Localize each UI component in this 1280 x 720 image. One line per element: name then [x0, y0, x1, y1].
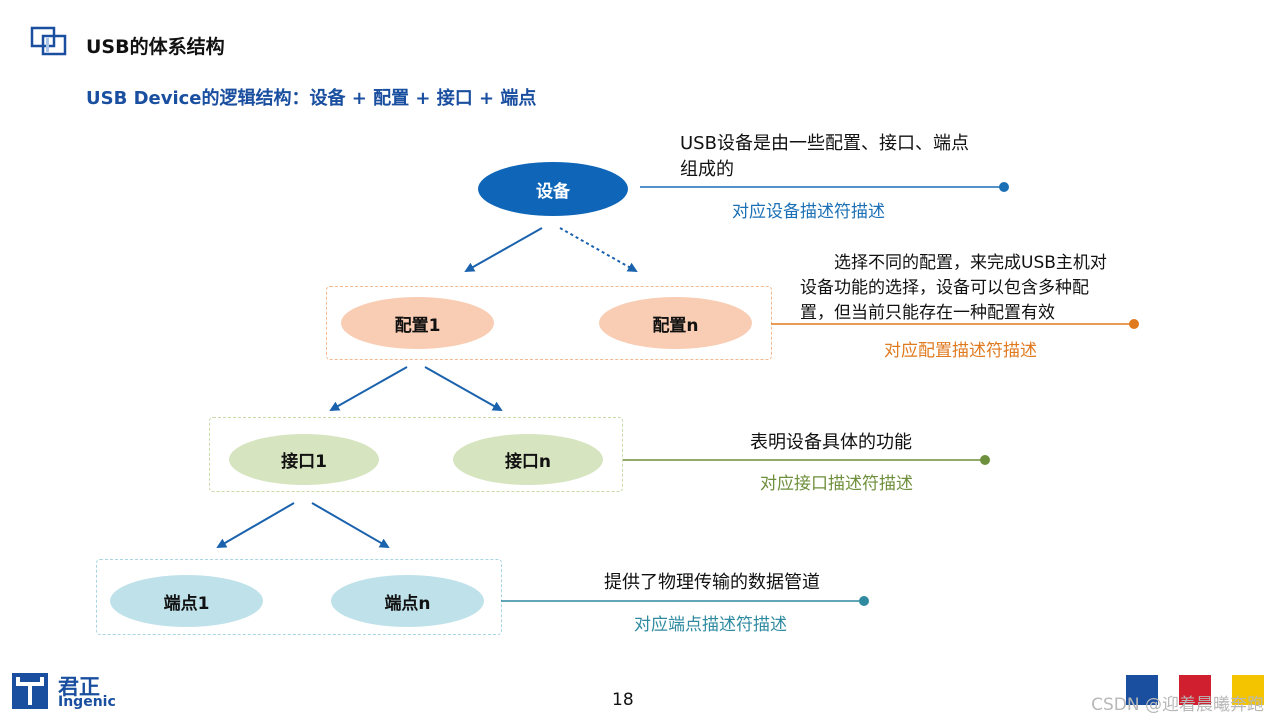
arrow-device-to-config1 — [464, 227, 543, 272]
config-note-line3: 置，但当前只能存在一种配置有效 — [800, 303, 1055, 323]
arrow-config-to-interfacen — [424, 366, 503, 411]
brand-square-blue — [1126, 675, 1158, 705]
config-leader-dot — [1129, 319, 1139, 329]
config-note: 选择不同的配置，来完成USB主机对 设备功能的选择，设备可以包含多种配 置，但当… — [800, 251, 1107, 326]
config-group-box — [326, 286, 772, 360]
endpoint-node-1-label: 端点1 — [163, 593, 210, 614]
endpoint-group-box — [96, 559, 502, 635]
endpoint-node-n-label: 端点n — [384, 593, 431, 614]
config-descriptor-label: 对应配置描述符描述 — [884, 341, 1037, 361]
interface-node-1-label: 接口1 — [281, 452, 327, 472]
endpoint-node-1: 端点1 — [110, 575, 263, 627]
logo-english-name: Ingenic — [58, 694, 116, 710]
device-descriptor-label: 对应设备描述符描述 — [732, 202, 885, 222]
header-windows-icon — [30, 26, 70, 58]
interface-leader-dot — [980, 455, 990, 465]
interface-group-box — [209, 417, 623, 492]
device-note-line1: USB设备是由一些配置、接口、端点 — [680, 133, 969, 154]
interface-note: 表明设备具体的功能 — [750, 432, 912, 453]
arrow-device-to-confign — [559, 227, 638, 272]
brand-square-red — [1179, 675, 1211, 705]
device-node-label: 设备 — [536, 181, 570, 202]
page-title: USB的体系结构 — [86, 36, 225, 58]
arrow-interface-to-endpoint1 — [216, 502, 295, 549]
device-note: USB设备是由一些配置、接口、端点 组成的 — [680, 131, 969, 183]
page-subtitle: USB Device的逻辑结构：设备 + 配置 + 接口 + 端点 — [86, 88, 537, 109]
ingenic-logo: 君正 Ingenic — [12, 671, 122, 711]
interface-node-n: 接口n — [453, 434, 603, 485]
interface-node-1: 接口1 — [229, 434, 379, 485]
config-node-1-label: 配置1 — [394, 315, 441, 336]
config-node-1: 配置1 — [341, 297, 494, 349]
csdn-watermark: CSDN @迎着晨曦奔跑 — [1091, 695, 1264, 715]
interface-descriptor-label: 对应接口描述符描述 — [760, 474, 913, 494]
endpoint-leader-dot — [859, 596, 869, 606]
config-node-n-label: 配置n — [652, 315, 699, 336]
endpoint-note: 提供了物理传输的数据管道 — [604, 572, 820, 593]
endpoint-node-n: 端点n — [331, 575, 484, 627]
config-note-line1: 选择不同的配置，来完成USB主机对 — [834, 253, 1107, 273]
config-note-line2: 设备功能的选择，设备可以包含多种配 — [800, 278, 1089, 298]
config-node-n: 配置n — [599, 297, 752, 349]
arrow-interface-to-endpointn — [311, 502, 390, 549]
device-note-line2: 组成的 — [680, 159, 734, 180]
page-number: 18 — [612, 690, 634, 710]
logo-chinese-name: 君正 — [58, 675, 100, 699]
ingenic-logo-mark — [12, 673, 48, 709]
brand-square-yellow — [1232, 675, 1264, 705]
interface-node-n-label: 接口n — [504, 452, 552, 472]
device-node: 设备 — [478, 162, 628, 216]
device-leader-dot — [999, 182, 1009, 192]
arrow-config-to-interface1 — [329, 366, 408, 411]
endpoint-descriptor-label: 对应端点描述符描述 — [634, 615, 787, 635]
